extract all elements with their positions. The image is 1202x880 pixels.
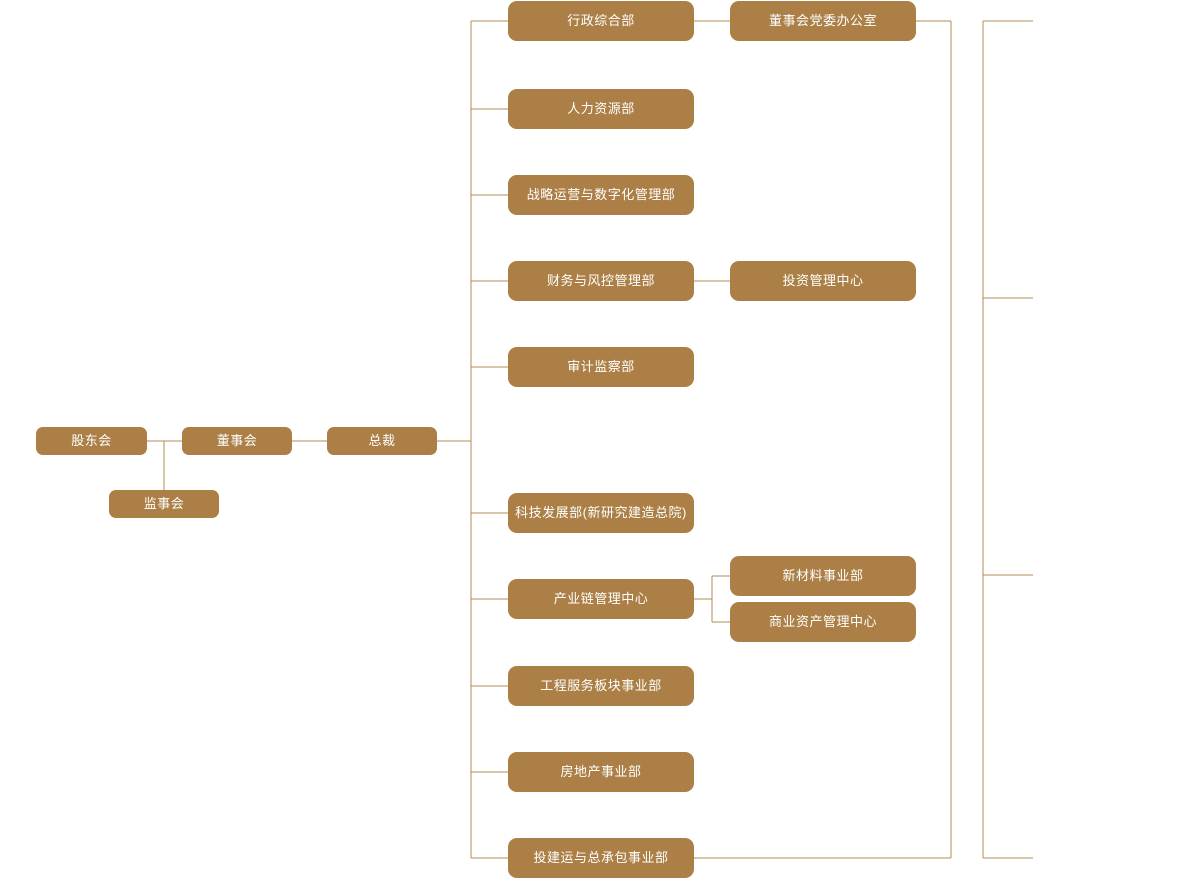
node-board-of-directors[interactable]: 董事会 [182, 427, 292, 455]
node-行政综合部[interactable]: 行政综合部 [508, 1, 694, 41]
node-label: 董事会党委办公室 [768, 12, 877, 28]
node-投建运与总承包事业部[interactable]: 投建运与总承包事业部 [508, 838, 694, 878]
node-label: 产业链管理中心 [553, 590, 649, 606]
node-战略运营与数字化管理部[interactable]: 战略运营与数字化管理部 [508, 175, 694, 215]
node-label: 总裁 [368, 432, 396, 448]
node-label: 人力资源部 [567, 100, 635, 116]
node-审计监察部[interactable]: 审计监察部 [508, 347, 694, 387]
node-label: 董事会 [216, 432, 258, 448]
node-label: 审计监察部 [567, 358, 635, 374]
node-商业资产管理中心[interactable]: 商业资产管理中心 [730, 602, 916, 642]
node-工程服务板块事业部[interactable]: 工程服务板块事业部 [508, 666, 694, 706]
node-label: 监事会 [143, 495, 185, 511]
node-label: 科技发展部(新研究建造总院) [515, 504, 687, 520]
node-董事会党委办公室[interactable]: 董事会党委办公室 [730, 1, 916, 41]
node-label: 投资管理中心 [782, 272, 864, 288]
node-label: 投建运与总承包事业部 [533, 849, 669, 865]
node-president[interactable]: 总裁 [327, 427, 437, 455]
node-投资管理中心[interactable]: 投资管理中心 [730, 261, 916, 301]
node-label: 行政综合部 [567, 12, 635, 28]
node-label: 新材料事业部 [782, 567, 864, 583]
node-财务与风控管理部[interactable]: 财务与风控管理部 [508, 261, 694, 301]
node-人力资源部[interactable]: 人力资源部 [508, 89, 694, 129]
node-label: 商业资产管理中心 [768, 613, 877, 629]
node-shareholders-meeting[interactable]: 股东会 [36, 427, 147, 455]
node-label: 股东会 [71, 432, 112, 448]
node-房地产事业部[interactable]: 房地产事业部 [508, 752, 694, 792]
node-新材料事业部[interactable]: 新材料事业部 [730, 556, 916, 596]
node-产业链管理中心[interactable]: 产业链管理中心 [508, 579, 694, 619]
node-label: 财务与风控管理部 [546, 272, 655, 288]
node-label: 战略运营与数字化管理部 [526, 186, 676, 202]
node-科技发展部新研究建造总院[interactable]: 科技发展部(新研究建造总院) [508, 493, 694, 533]
node-board-of-supervisors[interactable]: 监事会 [109, 490, 219, 518]
node-label: 工程服务板块事业部 [540, 677, 662, 693]
node-label: 房地产事业部 [560, 763, 642, 779]
